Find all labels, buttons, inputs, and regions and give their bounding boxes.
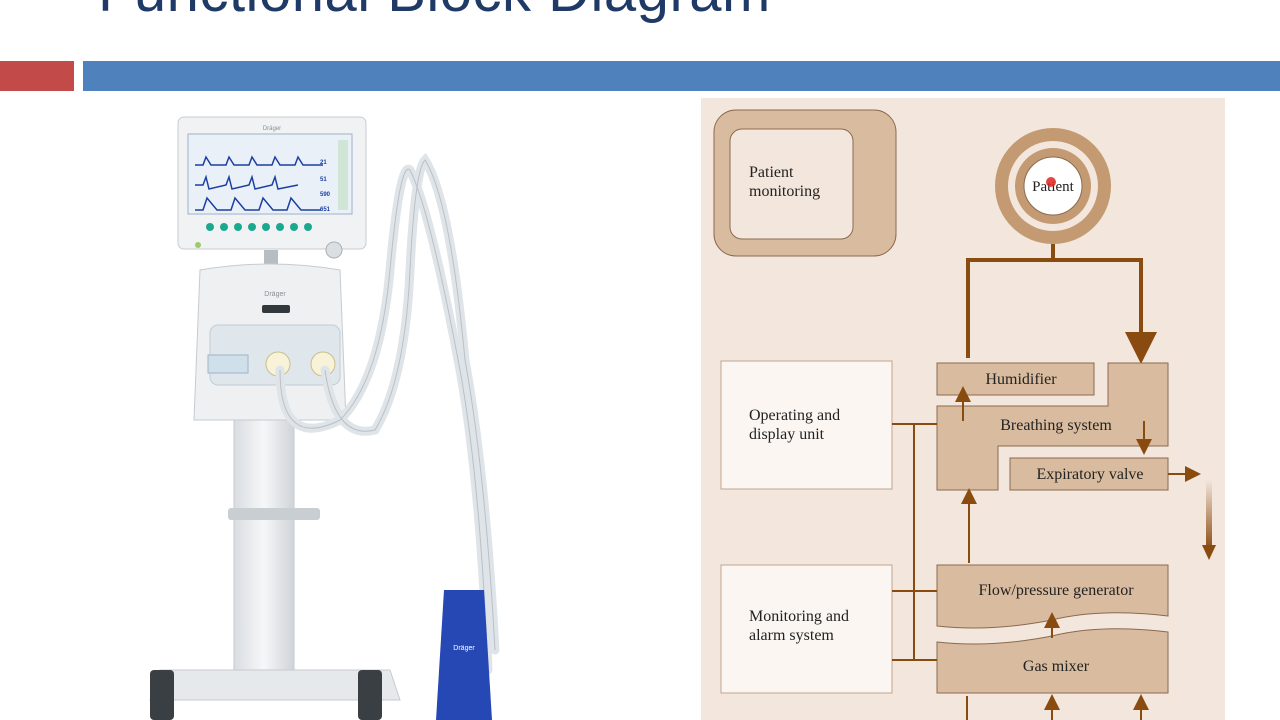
operating-display-block (720, 360, 893, 490)
monitor-screen (187, 133, 353, 215)
monitoring-alarm-label-line1: Monitoring and (749, 608, 849, 625)
wheel-right (358, 670, 382, 720)
patient-monitoring-block (729, 128, 854, 240)
exhaust-fade-arrowhead (1202, 545, 1216, 560)
screen-value-3: 590 (320, 192, 331, 198)
gas-mixer-label: Gas mixer (1023, 658, 1090, 675)
breathing-system-block (936, 362, 1169, 491)
humidifier-label: Humidifier (985, 371, 1057, 388)
patient-connection-left (966, 244, 1055, 358)
patient-monitoring-label-line2: monitoring (749, 183, 820, 200)
rotary-knob (325, 241, 343, 259)
screen-value-1: 21 (320, 160, 327, 166)
pointer-dot (1046, 177, 1056, 187)
patient-monitoring-label-line1: Patient (749, 164, 794, 181)
monitor-brand: Dräger (263, 126, 281, 132)
ventilator-image: Dräger 21 51 590 651 Dräger Dräger (149, 116, 500, 720)
status-light (195, 242, 201, 248)
ventilator-stand (233, 419, 295, 671)
screen-value-4: 651 (320, 207, 331, 213)
screen-value-2: 51 (320, 177, 327, 183)
waveforms (195, 155, 323, 211)
breathing-system-label: Breathing system (1000, 417, 1112, 434)
monitoring-alarm-block (720, 564, 893, 694)
slide-title: Functional Block Diagram (98, 0, 771, 25)
monitoring-alarm-label-line2: alarm system (749, 627, 834, 644)
body-display (262, 305, 290, 313)
bag-brand: Dräger (453, 645, 475, 652)
title-accent-bar-red (0, 61, 74, 91)
connection-lines (892, 423, 937, 661)
monitor-neck (264, 250, 278, 268)
operating-display-label-line2: display unit (749, 426, 825, 443)
monitor-buttons (206, 223, 312, 231)
functional-block-diagram: Patient monitoring Patient Operating and… (701, 98, 1225, 720)
title-accent-bar-blue (83, 61, 1280, 91)
expiratory-valve-label: Expiratory valve (1036, 466, 1143, 483)
water-trap (207, 354, 249, 374)
patient-label: Patient (1032, 179, 1074, 195)
patient-connection-right (1053, 258, 1157, 364)
gas-mixer-block (936, 628, 1169, 694)
expiratory-valve-block (1009, 457, 1169, 491)
body-brand: Dräger (264, 291, 286, 298)
wheel-left (150, 670, 174, 720)
flow-pressure-generator-label: Flow/pressure generator (978, 582, 1134, 599)
operating-display-label-line1: Operating and (749, 407, 840, 424)
screen-side-buttons (338, 140, 348, 210)
collection-bag (436, 590, 492, 720)
exhaust-fade-arrow (1206, 480, 1212, 550)
stand-clamp (228, 508, 320, 520)
